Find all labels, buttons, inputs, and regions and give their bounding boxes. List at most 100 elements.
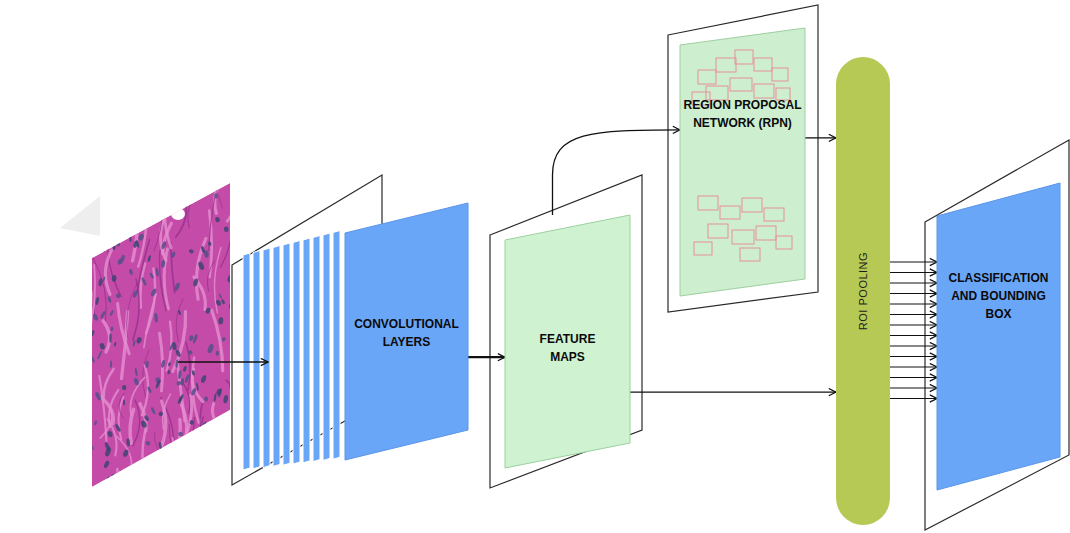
cell-nucleus (98, 278, 103, 286)
cell-nucleus (161, 241, 167, 250)
proposal-box (756, 226, 776, 240)
tissue-fiber (119, 393, 124, 418)
tissue-fiber (108, 240, 121, 297)
layer-frame (925, 140, 1069, 530)
cell-nucleus (117, 472, 124, 482)
arrow-line (805, 137, 836, 138)
cell-nucleus (184, 374, 190, 384)
cell-nucleus (170, 251, 176, 258)
tissue-fiber (73, 215, 86, 245)
cell-nucleus (175, 359, 178, 368)
flow-arrow (630, 392, 836, 393)
cell-nucleus (121, 228, 126, 235)
proposal-box (732, 230, 754, 244)
cell-nucleus (144, 210, 148, 219)
cell-nucleus (127, 188, 133, 195)
rpn-panel: REGION PROPOSAL NETWORK (RPN) (680, 28, 805, 296)
cell-nucleus (191, 370, 195, 376)
cell-nucleus (88, 416, 93, 421)
cell-nucleus (194, 444, 199, 451)
layer-frame (490, 175, 642, 488)
cell-nucleus (142, 180, 147, 187)
tissue-fiber (193, 418, 200, 482)
cell-nucleus (165, 208, 171, 216)
cell-nucleus (189, 335, 194, 342)
tissue-fiber (165, 419, 180, 481)
cell-nucleus (109, 333, 112, 343)
cell-nucleus (213, 393, 217, 402)
arrow-line (630, 391, 836, 392)
tissue-fiber (176, 204, 186, 237)
proposal-box (708, 224, 728, 238)
cell-nucleus (178, 432, 183, 437)
tissue-fiber (133, 400, 140, 446)
cell-nucleus (102, 230, 106, 236)
cell-nucleus (107, 476, 112, 481)
arrow-line (890, 356, 937, 357)
cell-nucleus (87, 245, 91, 250)
arrow-line (468, 356, 505, 358)
tissue-fiber (109, 390, 119, 427)
cell-nucleus (150, 288, 157, 297)
proposal-box (716, 58, 736, 72)
cell-nucleus (216, 388, 222, 395)
tissue-fiber (105, 250, 111, 294)
tissue-fiber (142, 365, 148, 415)
cell-nucleus (132, 340, 135, 347)
cell-nucleus (92, 313, 98, 321)
cell-nucleus (144, 191, 150, 198)
cell-nucleus (91, 211, 95, 217)
cell-nucleus (216, 474, 222, 481)
proposal-box (772, 68, 788, 81)
cell-nucleus (182, 366, 187, 373)
cell-nucleus (227, 274, 234, 283)
cell-nucleus (156, 179, 163, 190)
cell-nucleus (154, 313, 159, 323)
cell-nucleus (185, 475, 193, 485)
conv-slice (333, 231, 340, 460)
feature-map-panel: FEATURE MAPS (505, 215, 630, 468)
tissue-fiber (200, 417, 209, 470)
cell-nucleus (189, 460, 195, 468)
cell-nucleus (134, 368, 138, 377)
conv-layer-panel: CONVOLUTIONAL LAYERS (345, 203, 468, 460)
conv-slice (313, 236, 320, 462)
cell-nucleus (147, 255, 151, 262)
cell-nucleus (115, 240, 121, 247)
cell-nucleus (172, 454, 176, 459)
cell-nucleus (201, 421, 208, 430)
arrow-line (890, 262, 937, 263)
arrow-line (890, 304, 937, 305)
cell-nucleus (117, 474, 120, 479)
arrow-line (890, 314, 937, 315)
tissue-fiber (226, 380, 239, 406)
cell-nucleus (129, 269, 134, 276)
tissue-fiber (219, 441, 226, 497)
cell-nucleus (133, 240, 139, 248)
cell-nucleus (203, 441, 210, 450)
cell-nucleus (107, 430, 114, 437)
cell-nucleus (215, 299, 222, 306)
cell-nucleus (190, 387, 197, 396)
faint-watermark-shape (60, 196, 100, 236)
conv-slice-stack (243, 231, 340, 471)
cell-nucleus (188, 249, 194, 254)
tissue-fiber (79, 438, 85, 497)
tissue-fiber (142, 431, 149, 492)
tissue-fiber (144, 498, 157, 533)
cell-nucleus (133, 377, 140, 386)
tissue-fiber (167, 454, 180, 520)
arrow-line (890, 367, 937, 368)
arrow-line (890, 293, 937, 294)
cell-nucleus (207, 241, 212, 246)
tissue-fiber (99, 376, 106, 441)
cell-nucleus (145, 361, 149, 368)
cell-nucleus (215, 216, 221, 222)
cell-nucleus (111, 474, 117, 483)
tissue-fiber (200, 419, 202, 475)
panel-label: CLASSIFICATION AND BOUNDING BOX (938, 269, 1059, 323)
cell-nucleus (115, 423, 122, 432)
cell-nucleus (100, 310, 107, 319)
cell-nucleus (149, 272, 154, 279)
cell-nucleus (204, 396, 208, 402)
